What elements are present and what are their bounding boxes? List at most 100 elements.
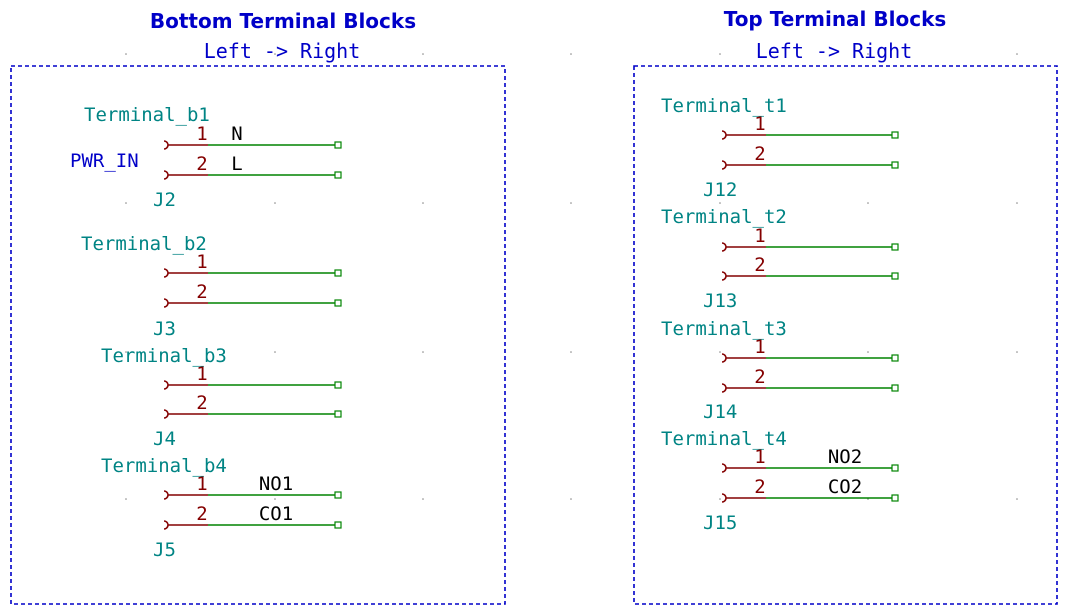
pin-connector-shape (163, 140, 169, 150)
grid-dot (867, 202, 869, 204)
net-label: CO1 (259, 503, 293, 525)
grid-dot (125, 351, 127, 353)
grid-dot (125, 53, 127, 55)
grid-dot (719, 53, 721, 55)
wire-end-marker (334, 299, 342, 307)
grid-dot (867, 351, 869, 353)
grid-dot (274, 202, 276, 204)
grid-dot (1016, 202, 1018, 204)
pin-number: 2 (196, 153, 207, 175)
grid-dot (422, 202, 424, 204)
pin-number: 2 (754, 254, 765, 276)
panel-subtitle: Left -> Right (204, 39, 361, 63)
wire-end-marker (891, 464, 899, 472)
component-value: Terminal_b4 (101, 455, 227, 477)
pin-number: 1 (754, 446, 765, 468)
grid-dot (1016, 53, 1018, 55)
pin-number: 2 (196, 503, 207, 525)
pin-connector-shape (721, 271, 727, 281)
grid-dots (125, 53, 1018, 500)
component-reference: J4 (153, 428, 176, 450)
grid-dot (719, 351, 721, 353)
grid-dot (422, 53, 424, 55)
component-reference: J13 (703, 290, 737, 312)
net-label: L (231, 153, 242, 175)
net-label: N (231, 123, 242, 145)
wire-end-marker (334, 269, 342, 277)
grid-dot (570, 351, 572, 353)
grid-dot (719, 498, 721, 500)
pin-connector-shape (721, 463, 727, 473)
hier-label-pwr-in: PWR_IN (70, 150, 139, 172)
pin-connector-shape (163, 490, 169, 500)
pin-connector-shape (163, 268, 169, 278)
wire-end-marker (891, 494, 899, 502)
component-value: Terminal_b2 (81, 233, 207, 255)
wire-end-marker (334, 521, 342, 529)
wire-end-marker (891, 384, 899, 392)
pin-connector-shape (721, 353, 727, 363)
pin-number: 1 (754, 336, 765, 358)
pin-connector-shape (163, 520, 169, 530)
component-value: Terminal_t1 (661, 95, 787, 117)
pin-connector-shape (721, 130, 727, 140)
component-reference: J14 (703, 401, 737, 423)
panel-frame (10, 65, 506, 605)
pin-connector-shape (721, 383, 727, 393)
panel-frame (633, 65, 1058, 605)
wire-end-marker (891, 161, 899, 169)
pin-connector-shape (721, 493, 727, 503)
grid-dot (570, 53, 572, 55)
component-reference: J5 (153, 539, 176, 561)
pin-connector-shape (721, 160, 727, 170)
grid-dot (274, 53, 276, 55)
component-value: Terminal_t2 (661, 206, 787, 228)
pin-connector-shape (721, 242, 727, 252)
grid-dot (867, 53, 869, 55)
component-value: Terminal_t4 (661, 428, 787, 450)
wire-end-marker (891, 131, 899, 139)
grid-dot (719, 202, 721, 204)
pin-number: 1 (754, 225, 765, 247)
component-value: Terminal_b3 (101, 345, 227, 367)
grid-dot (274, 351, 276, 353)
pin-number: 1 (196, 123, 207, 145)
wire-end-marker (334, 491, 342, 499)
wire-end-marker (334, 410, 342, 418)
pin-number: 2 (196, 392, 207, 414)
grid-dot (570, 498, 572, 500)
wire-end-marker (334, 381, 342, 389)
grid-dot (125, 202, 127, 204)
component-reference: J2 (153, 189, 176, 211)
panel-title: Bottom Terminal Blocks (150, 9, 416, 33)
component-reference: J3 (153, 318, 176, 340)
component-reference: J15 (703, 512, 737, 534)
grid-dot (125, 498, 127, 500)
pin-number: 1 (754, 113, 765, 135)
pin-number: 2 (754, 143, 765, 165)
wire-end-marker (891, 272, 899, 280)
grid-dot (1016, 351, 1018, 353)
pin-connector-shape (163, 298, 169, 308)
net-label: NO1 (259, 473, 293, 495)
pin-number: 1 (196, 251, 207, 273)
wire-end-marker (891, 354, 899, 362)
component-value: Terminal_t3 (661, 318, 787, 340)
net-label: CO2 (828, 476, 862, 498)
panel-subtitle: Left -> Right (756, 39, 913, 63)
grid-dot (422, 351, 424, 353)
component-value: Terminal_b1 (84, 104, 210, 126)
wire-end-marker (334, 141, 342, 149)
